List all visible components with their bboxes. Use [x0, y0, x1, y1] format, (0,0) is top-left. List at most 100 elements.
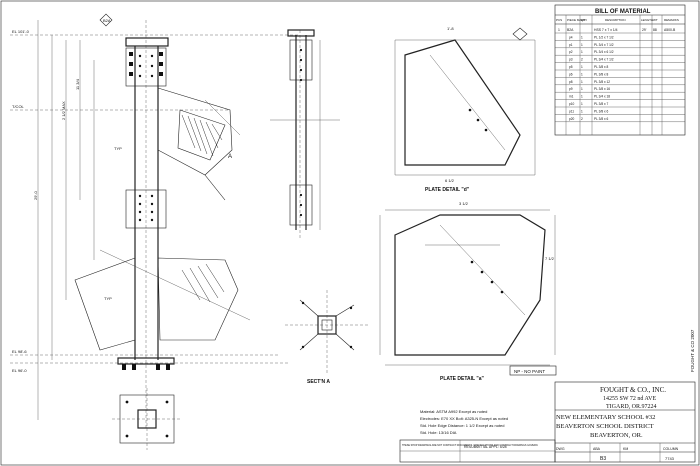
bom-row-desc: PL 1/2 x 7 1/2 — [594, 35, 614, 39]
bom-row-qty: 1 — [581, 95, 583, 99]
plate-detail-a: PLATE DETAIL "a" 3 1/2 7 1/2 — [379, 201, 556, 382]
bom-mark-diamond — [512, 27, 528, 41]
bom-header-mark: PIECE MARK — [567, 18, 586, 22]
note-line-3: Std. Hole Edge Distance: 1 1/2 Except as… — [420, 423, 505, 428]
bom-row-qty: 1 — [581, 109, 583, 113]
section-a-hss — [317, 315, 337, 335]
note-line-4: Std. Hole: 13/16 DIA — [420, 430, 457, 435]
company-name: FOUGHT & CO., INC. — [600, 386, 666, 394]
drawing-description: COLUMN — [663, 447, 679, 451]
project-name: NEW ELEMENTARY SCHOOL #32 — [556, 414, 655, 421]
elevation-base: EL 96'-0 — [12, 368, 27, 373]
company-address-1: 14255 SW 72 nd AVE — [603, 396, 656, 402]
approval-strip: RESUBMITTAL APPL: 5/28 THESE SHOP DRAWIN… — [399, 439, 556, 463]
cap-plate — [125, 37, 169, 47]
bom-header-length: LENGTH — [641, 18, 653, 22]
column-elevation: EL 101'-0 T/COL EL 98'-6 EL 96'-0 29'-0 … — [10, 13, 300, 450]
bom-row-mark: p4 — [569, 35, 573, 39]
np-note-box — [509, 365, 557, 376]
dim-2: 2 1/2 MAX — [61, 101, 66, 120]
bom-row-mark: p2 — [569, 50, 573, 54]
upper-gusset-plate — [157, 87, 233, 176]
typ-note-2: TYP — [104, 296, 112, 301]
lower-gusset-plate — [157, 257, 239, 341]
overall-length-dim: 29'-0 — [33, 190, 38, 200]
bom-row-desc: PL 3/8 x 8 — [594, 65, 608, 69]
bom-header-remarks: REMARKS — [664, 18, 679, 22]
elevation-top: EL 101'-0 — [12, 29, 30, 34]
title-block: FOUGHT & CO., INC. 14255 SW 72 nd AVE TI… — [554, 381, 696, 463]
bom-row-qty: 1 — [581, 65, 583, 69]
base-plate-elevation — [117, 357, 175, 365]
bom-first-pcs: 1 — [558, 28, 560, 32]
drawn-by: ABA — [593, 447, 601, 451]
upper-connection-plate — [125, 47, 167, 87]
bom-row-qty: 2 — [581, 117, 583, 121]
plate-a-height-dim: 7 1/2 — [545, 256, 555, 261]
bom-first-wt: 88 — [653, 28, 657, 32]
job-number: 7743 — [665, 456, 675, 461]
bom-header-desc: DESCRIPTION — [605, 18, 626, 22]
bom-row-qty: 1 — [581, 72, 583, 76]
column-mark-label: B2A — [103, 18, 111, 23]
mid-connection-plate — [125, 189, 167, 229]
bom-row-qty: 1 — [581, 50, 583, 54]
bom-row-desc: PL 3/4 x 18 — [594, 95, 610, 99]
bom-row-qty: 1 — [581, 80, 583, 84]
note-line-1: Material: ASTM A992 Except as noted — [420, 409, 487, 414]
plate-d-title: PLATE DETAIL "d" — [425, 187, 470, 193]
disclaimer-text: THESE SHOP DRAWINGS ARE NOT CONTRACT DOC… — [402, 444, 538, 447]
bom-row-desc: PL 3/4 x 6 1/2 — [594, 50, 614, 54]
bom-row-qty: 1 — [581, 102, 583, 106]
bom-first-length: 29' — [642, 28, 647, 32]
column-mark-diamond — [99, 13, 113, 27]
plate-d-outline — [404, 39, 521, 166]
bom-first-mark: B2A — [567, 28, 574, 32]
bom-rows: 1 p4 PL 1/2 x 7 1/2 1 p1 PL 3/4 x 7 1/2 1 p2 PL … — [555, 35, 685, 123]
elevation-col-top: T/COL — [12, 104, 25, 109]
note-line-2: Electrodes: E70 XX Bolt: A325-N Except a… — [420, 416, 508, 421]
bom-row-mark: p5 — [569, 65, 573, 69]
section-cut-arrow: A — [228, 154, 232, 160]
bom-row-desc: PL 3/8 x 7 — [594, 102, 608, 106]
plate-detail-d: PLATE DETAIL "d" 1'-8 6 1/2 — [394, 26, 536, 193]
checked-by: KM — [623, 447, 628, 451]
company-address-2: TIGARD, OR.97224 — [606, 404, 657, 410]
bom-row-qty: 2 — [581, 58, 583, 62]
bom-first-desc: HSS 7 x 7 x 1/4 — [594, 28, 618, 32]
sheet-number: B3 — [600, 456, 606, 462]
project-location: BEAVERTON, OR. — [590, 432, 643, 439]
plate-d-bottom-dim: 6 1/2 — [445, 178, 455, 183]
bom-row-qty: 1 — [581, 87, 583, 91]
np-note: NP - NO PAINT — [514, 369, 545, 374]
elevation-mid: EL 98'-6 — [12, 349, 27, 354]
bom-title: BILL OF MATERIAL — [595, 9, 651, 15]
bom-row-desc: PL 3/4 x 7 1/2 — [594, 58, 614, 62]
typ-note-1: TYP — [114, 146, 122, 151]
bom-first-remarks: A500-B — [664, 28, 676, 32]
section-a-detail: SECT'N A — [285, 290, 370, 385]
bom-row-desc: PL 3/8 x 6 — [594, 109, 608, 113]
side-cap-plate — [287, 29, 315, 37]
section-a-title: SECT'N A — [307, 379, 330, 385]
bom-row-mark: p6 — [569, 72, 573, 76]
bom-row-mark: p10 — [569, 102, 575, 106]
bom-row-mark: p1 — [569, 43, 573, 47]
plate-a-title: PLATE DETAIL "a" — [440, 376, 485, 382]
plate-a-outline — [394, 214, 546, 356]
general-notes: Material: ASTM A992 Except as noted Elec… — [420, 409, 508, 435]
drawn-label: DWG — [556, 447, 565, 451]
side-elevation — [270, 29, 340, 240]
bill-of-material: BILL OF MATERIAL PCS PIECE MARK QTY DESC… — [512, 4, 686, 136]
bom-header-pcs: PCS — [556, 18, 562, 22]
bom-row-mark: p11 — [569, 109, 574, 113]
dim-3: 11 3/4 — [75, 78, 80, 90]
approval-note: RESUBMITTAL APPL: 5/28 — [464, 445, 507, 449]
bom-header-qty: QTY — [581, 18, 587, 22]
bom-row-mark: p20 — [569, 117, 575, 121]
bom-row-qty: 1 — [581, 35, 583, 39]
plate-a-width-dim: 3 1/2 — [459, 201, 469, 206]
bom-row-mark: m1 — [569, 95, 574, 99]
